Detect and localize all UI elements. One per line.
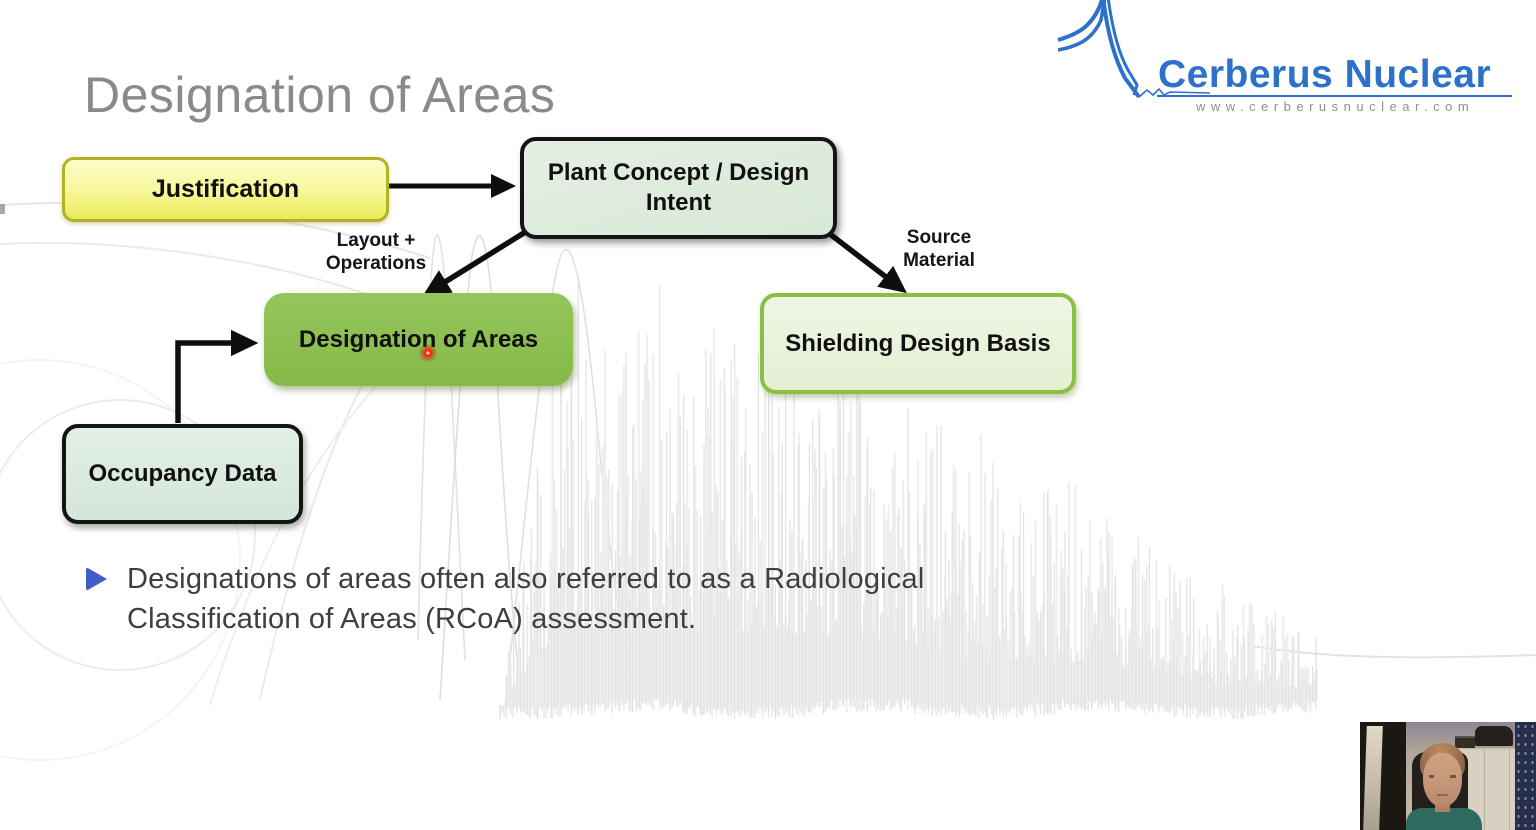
logo-spectrum-peak-icon — [1057, 0, 1211, 99]
slide-title: Designation of Areas — [84, 67, 556, 123]
node-justification: Justification — [62, 157, 389, 222]
node-occupancy-data: Occupancy Data — [62, 424, 303, 524]
watermark-noise-path — [499, 274, 1317, 720]
arrow-plant-to-shielding — [824, 228, 907, 294]
presenter-mouth — [1437, 794, 1448, 796]
node-plant-concept: Plant Concept / Design Intent — [520, 137, 837, 239]
edge-label-source-material: Source Material — [903, 227, 975, 271]
presenter-neck — [1435, 802, 1450, 812]
bullet-marker-icon — [86, 567, 107, 591]
node-designation-of-areas-label: Designation of Areas — [298, 325, 539, 353]
webcam-wardrobe-seam — [1484, 746, 1485, 830]
watermark-peak — [504, 248, 641, 709]
webcam-bag — [1475, 726, 1513, 746]
webcam-video — [1360, 722, 1536, 830]
arrow-plant-to-designation — [422, 228, 529, 296]
watermark-circle — [0, 399, 256, 671]
edge-artifact — [0, 204, 5, 214]
webcam-books — [1455, 736, 1475, 748]
node-plant-concept-label: Plant Concept / Design Intent — [547, 159, 810, 216]
webcam-wardrobe-seam — [1509, 746, 1510, 830]
presenter-eyes — [1429, 775, 1456, 778]
bullet-text-line2: Classification of Areas (RCoA) assessmen… — [127, 602, 697, 635]
node-shielding-design-basis-label: Shielding Design Basis — [785, 329, 1051, 357]
node-justification-label: Justification — [151, 175, 300, 203]
watermark-curve — [0, 241, 367, 295]
presenter-face — [1423, 753, 1462, 807]
webcam-curtain — [1515, 722, 1536, 830]
logo-brand-text: Cerberus Nuclear — [1158, 53, 1492, 96]
webcam-door-edge — [1363, 726, 1383, 830]
node-designation-of-areas: Designation of Areas — [264, 293, 573, 386]
webcam-scene — [1406, 722, 1536, 830]
logo-url-text: www.cerberusnuclear.com — [1196, 99, 1475, 114]
presenter-shirt — [1406, 808, 1482, 830]
bullet-text: Designations of areas often also referre… — [127, 560, 1067, 639]
node-shielding-design-basis: Shielding Design Basis — [760, 293, 1076, 394]
watermark-peak — [439, 235, 523, 703]
watermark-peak — [417, 233, 466, 661]
bullet-text-line1: Designations of areas often also referre… — [127, 563, 925, 595]
arrow-occupancy-to-designation — [175, 329, 259, 423]
watermark-noise-spikes — [499, 274, 1318, 720]
logo-underline — [1157, 95, 1512, 97]
watermark-circle — [0, 359, 241, 761]
laser-pointer-dot — [419, 344, 437, 362]
edge-label-layout-operations: Layout + Operations — [325, 230, 427, 274]
node-occupancy-data-label: Occupancy Data — [88, 460, 277, 487]
